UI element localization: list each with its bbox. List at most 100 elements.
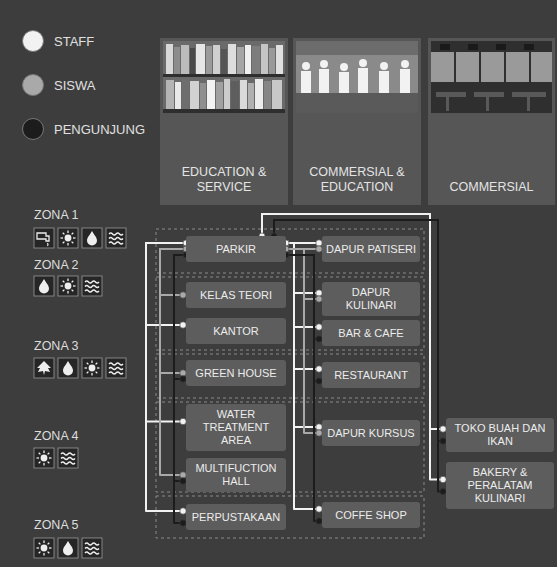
- circulation-line: [174, 255, 186, 379]
- room-name: WATER TREATMENT AREA: [189, 408, 283, 447]
- legend-text: STAFF: [54, 34, 94, 49]
- room-name: GREEN HOUSE: [189, 367, 283, 380]
- drop-icon: [58, 538, 78, 558]
- drop-icon: [34, 276, 54, 296]
- room-box: DAPUR PATISERI: [322, 236, 420, 262]
- circulation-route: [259, 214, 446, 483]
- circulation-line: [262, 214, 446, 429]
- books: [166, 44, 283, 109]
- tap-icon: [34, 228, 54, 248]
- sun-icon: [34, 538, 54, 558]
- kitchen-photo: [296, 41, 418, 113]
- sun-icon: [82, 358, 102, 378]
- zone-label: ZONA 2: [34, 258, 78, 273]
- circulation-line: [146, 243, 186, 422]
- room-name: KANTOR: [189, 325, 283, 338]
- column-band: [428, 38, 555, 205]
- wave-icon: [82, 276, 102, 296]
- legend-text: PENGUNJUNG: [54, 122, 145, 137]
- zone-label: ZONA 4: [34, 429, 78, 444]
- circulation-line: [174, 255, 186, 481]
- sun-icon: [34, 448, 54, 468]
- circulation-line: [286, 243, 322, 509]
- column-band: [293, 38, 421, 205]
- drop-icon: [58, 358, 78, 378]
- room-box: BAKERY & PERALATAM KULINARI: [446, 462, 554, 509]
- column-header-band: EDUCATION & SERVICE: [160, 38, 288, 205]
- room-box: BAR & CAFE: [322, 320, 420, 346]
- circulation-route: [283, 252, 322, 524]
- lamps: [440, 44, 534, 50]
- room-box: KELAS TEORI: [186, 282, 286, 308]
- room-name: MULTIFUCTION HALL: [189, 462, 283, 488]
- photo-ground: [296, 41, 418, 113]
- room-name: TOKO BUAH DAN IKAN: [449, 422, 551, 448]
- circulation-route: [283, 252, 322, 342]
- legend-swatch: [22, 30, 44, 52]
- wave-icon: [82, 538, 102, 558]
- photo-ground: [163, 41, 285, 113]
- circulation-route: [259, 214, 446, 432]
- sun-icon: [58, 276, 78, 296]
- circulation-line: [262, 214, 446, 480]
- hood: [296, 41, 418, 55]
- wave-icon: [106, 358, 126, 378]
- room-box: DAPUR KULINARI: [322, 282, 420, 316]
- room-name: PARKIR: [189, 243, 283, 256]
- zone-label: ZONA 1: [34, 208, 78, 223]
- room-box: WATER TREATMENT AREA: [186, 404, 286, 451]
- column-header-band: COMMERSIAL: [428, 38, 555, 205]
- circulation-line: [146, 243, 186, 511]
- zone-frame: [156, 496, 424, 538]
- shelf: [163, 74, 285, 77]
- zone-frame: [156, 402, 424, 492]
- restaurant-photo: [431, 41, 552, 113]
- circulation-line: [174, 255, 186, 523]
- column-heading: EDUCATION & SERVICE: [168, 165, 280, 195]
- circulation-route: [271, 220, 446, 495]
- circulation-route: [271, 220, 446, 444]
- room-box: MULTIFUCTION HALL: [186, 458, 286, 492]
- shelf: [163, 109, 285, 113]
- window: [431, 52, 552, 82]
- circulation-route: [283, 240, 322, 372]
- column-bands: [160, 38, 555, 205]
- zone-icons: [34, 228, 126, 558]
- room-name: BAKERY & PERALATAM KULINARI: [449, 466, 551, 505]
- room-name: BAR & CAFE: [325, 327, 417, 340]
- zone-frame: [156, 277, 424, 350]
- circulation-route: [146, 240, 189, 514]
- room-box: TOKO BUAH DAN IKAN: [446, 418, 554, 452]
- column-heading: COMMERSIAL & EDUCATION: [301, 165, 413, 195]
- leaf-icon: [34, 358, 54, 378]
- room-name: COFFE SHOP: [325, 509, 417, 522]
- wave-icon: [58, 448, 78, 468]
- room-name: DAPUR KURSUS: [325, 427, 417, 440]
- circulation-route: [283, 240, 322, 512]
- circulation-route: [283, 240, 322, 430]
- counter: [296, 93, 418, 113]
- room-box: KANTOR: [186, 318, 286, 344]
- circulation-route: [283, 252, 322, 384]
- zone-frame: [156, 354, 424, 398]
- tables: [436, 92, 546, 111]
- room-name: DAPUR PATISERI: [325, 243, 417, 256]
- chefs: [301, 59, 410, 93]
- room-box: PARKIR: [186, 236, 286, 262]
- circulation-route: [146, 240, 189, 425]
- circulation-line: [286, 255, 322, 339]
- room-box: DAPUR KURSUS: [322, 420, 420, 446]
- room-name: DAPUR KULINARI: [325, 286, 417, 312]
- circulation-route: [283, 246, 322, 436]
- zone-label: ZONA 5: [34, 518, 78, 533]
- circulation-route: [146, 240, 189, 328]
- room-box: PERPUSTAKAAN: [186, 504, 286, 530]
- room-name: KELAS TEORI: [189, 289, 283, 302]
- circulation-line: [286, 255, 322, 381]
- legend-swatch: [22, 74, 44, 96]
- legend-swatch: [22, 118, 44, 140]
- drop-icon: [82, 228, 102, 248]
- legend-text: SISWA: [54, 78, 95, 93]
- circulation-line: [274, 220, 446, 441]
